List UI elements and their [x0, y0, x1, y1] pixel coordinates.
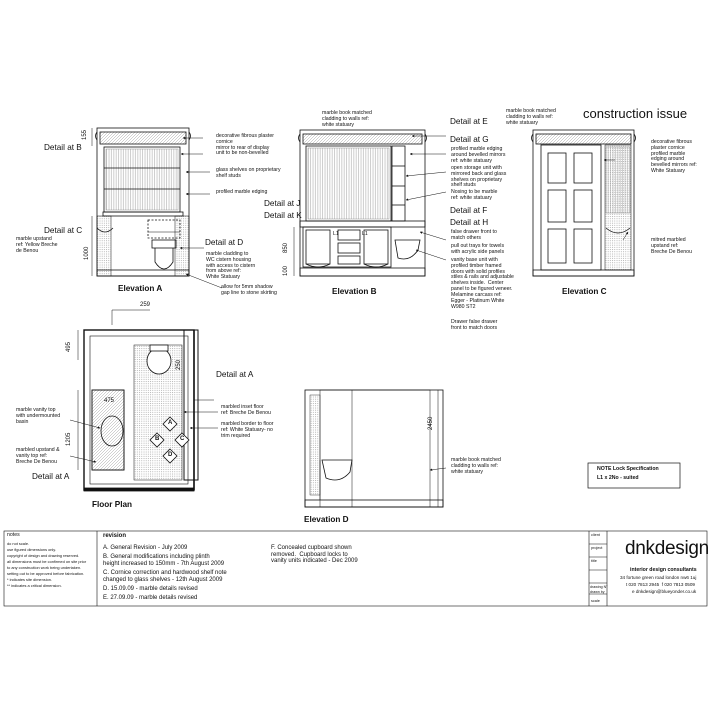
notes-heading: notes — [7, 532, 20, 538]
elevation-d-drawing — [304, 389, 444, 508]
view-label-elevation-a: Elevation A — [118, 284, 163, 293]
dim-fp-475: 475 — [104, 398, 115, 404]
revision-item-d: D. 15.09.09 - marble details revised — [103, 586, 198, 592]
dim-a-155: 155 — [82, 129, 88, 140]
company-tagline: interior design consultants — [630, 567, 697, 573]
note-fp-border: marbled border to floor ref: White Statu… — [221, 421, 274, 439]
floor-plan-drawing — [77, 309, 214, 492]
detail-callout-e: Detail at E — [450, 117, 488, 126]
dim-a-1000: 1000 — [84, 246, 90, 260]
dim-fp-250: 250 — [176, 359, 182, 370]
view-marker-a: A — [168, 420, 173, 426]
note-a-marble-edging: profiled marble edging — [216, 189, 268, 195]
revision-item-a: A. General Revision - July 2009 — [103, 545, 188, 551]
note-b-drawer-front: Drawer false drawer front to match doors — [451, 319, 498, 331]
dim-b-100: 100 — [283, 265, 289, 276]
elevation-c-drawing — [531, 129, 636, 277]
dim-b-850: 850 — [283, 242, 289, 253]
dim-d-2450: 2450 — [428, 416, 434, 430]
detail-callout-k: Detail at K — [264, 211, 302, 220]
note-b-open-storage: open storage unit with mirrored back and… — [451, 165, 507, 189]
revision-heading: revision — [103, 533, 127, 539]
note-b-nosing: Nosing to be marble ref: white statuary — [451, 189, 498, 201]
detail-callout-a-plan-lower: Detail at A — [32, 472, 70, 481]
lock-mark-l1-right: L1 — [362, 231, 368, 237]
lock-mark-l1-left: L1 — [333, 231, 339, 237]
view-label-floor-plan: Floor Plan — [92, 500, 133, 509]
note-b-wall-cladding: marble book matched cladding to walls re… — [322, 110, 372, 128]
detail-callout-j: Detail at J — [264, 199, 301, 208]
note-fp-upstand: marbled upstand & vanity top ref: Breche… — [16, 447, 60, 465]
note-a-marble-upstand: marble upstand ref: Yellow Breche de Ben… — [16, 236, 58, 254]
dim-fp-259: 259 — [140, 302, 151, 308]
note-b-false-drawer: false drawer front to match others — [451, 229, 497, 241]
field-title: title — [591, 559, 597, 563]
dim-fp-1205: 1205 — [66, 432, 72, 446]
issue-title: construction issue — [583, 106, 688, 121]
note-fp-vanity-top: marble vanity top with undermounted basi… — [16, 407, 61, 425]
note-c-wall-cladding: marble book matched cladding to walls re… — [506, 108, 556, 126]
detail-callout-b: Detail at B — [44, 143, 82, 152]
revision-item-b: B. General modifications including plint… — [103, 554, 225, 567]
view-marker-b: B — [155, 436, 160, 442]
note-b-towel-trays: pull out trays for towels with acrylic s… — [451, 243, 505, 255]
elevation-a-drawing — [91, 127, 191, 277]
field-client: client — [591, 533, 600, 537]
company-logo: dnkdesign — [625, 538, 709, 559]
view-marker-d: D — [168, 452, 173, 458]
detail-callout-d: Detail at D — [205, 238, 244, 247]
note-a-shadow-gap: allow for 5mm shadow gap line to stone s… — [221, 284, 277, 296]
note-c-mitred-upstand: mitred marbled upstand ref: Breche De Be… — [651, 237, 692, 255]
view-label-elevation-b: Elevation B — [332, 287, 377, 296]
revision-item-e: E. 27.09.09 - marble details revised — [103, 595, 198, 601]
detail-callout-a-plan: Detail at A — [216, 370, 254, 379]
field-drawing-number: drawing N° — [590, 585, 608, 589]
note-fp-inset-floor: marbled inset floor ref: Breche De Benou — [221, 404, 271, 416]
view-marker-c: C — [180, 436, 185, 442]
revision-item-f: F. Concealed cupboard shown removed. Cup… — [271, 545, 358, 565]
view-label-elevation-c: Elevation C — [562, 287, 607, 296]
lock-spec-title: NOTE Lock Specification — [597, 466, 659, 472]
note-a-cistern-cladding: marble cladding to WC cistern housing wi… — [206, 251, 256, 281]
note-b-vanity-unit: vanity base unit with profiled timber fr… — [451, 257, 514, 310]
company-address: 34 fortune green road london nw6 1uj — [620, 575, 697, 580]
note-a-glass-shelves: glass shelves on proprietary shelf studs — [216, 167, 281, 179]
note-c-plaster-cornice: decorative fibrous plaster cornice profi… — [651, 139, 697, 175]
lock-spec-body: L1 x 2No - suited — [597, 475, 639, 481]
detail-callout-f: Detail at F — [450, 206, 488, 215]
notes-body: do not scale. use figured dimensions onl… — [7, 541, 87, 589]
note-d-wall-cladding: marble book matched cladding to walls re… — [451, 457, 501, 475]
title-block-frame — [3, 530, 708, 607]
field-scale: scale — [591, 599, 600, 603]
detail-callout-g: Detail at G — [450, 135, 489, 144]
field-drawn-by: drawn by — [590, 590, 605, 594]
dim-fp-495: 495 — [66, 341, 72, 352]
detail-callout-c: Detail at C — [44, 226, 83, 235]
leader-lines — [69, 134, 629, 471]
view-label-elevation-d: Elevation D — [304, 515, 349, 524]
note-a-plaster-cornice: decorative fibrous plaster cornice mirro… — [216, 133, 274, 157]
elevation-b-drawing — [293, 129, 427, 277]
lock-spec-box — [587, 462, 681, 489]
note-b-mirror-edging: profiled marble edging around bevelled m… — [451, 146, 506, 164]
field-project: project — [591, 546, 603, 550]
company-email: e dnkdesign@blueyonder.co.uk — [632, 589, 697, 594]
detail-callout-h: Detail at H — [450, 218, 489, 227]
company-phone: t 020 7813 2945 f 020 7813 0509 — [626, 582, 695, 587]
revision-item-c: C. Cornice correction and hardwood shelf… — [103, 570, 227, 583]
